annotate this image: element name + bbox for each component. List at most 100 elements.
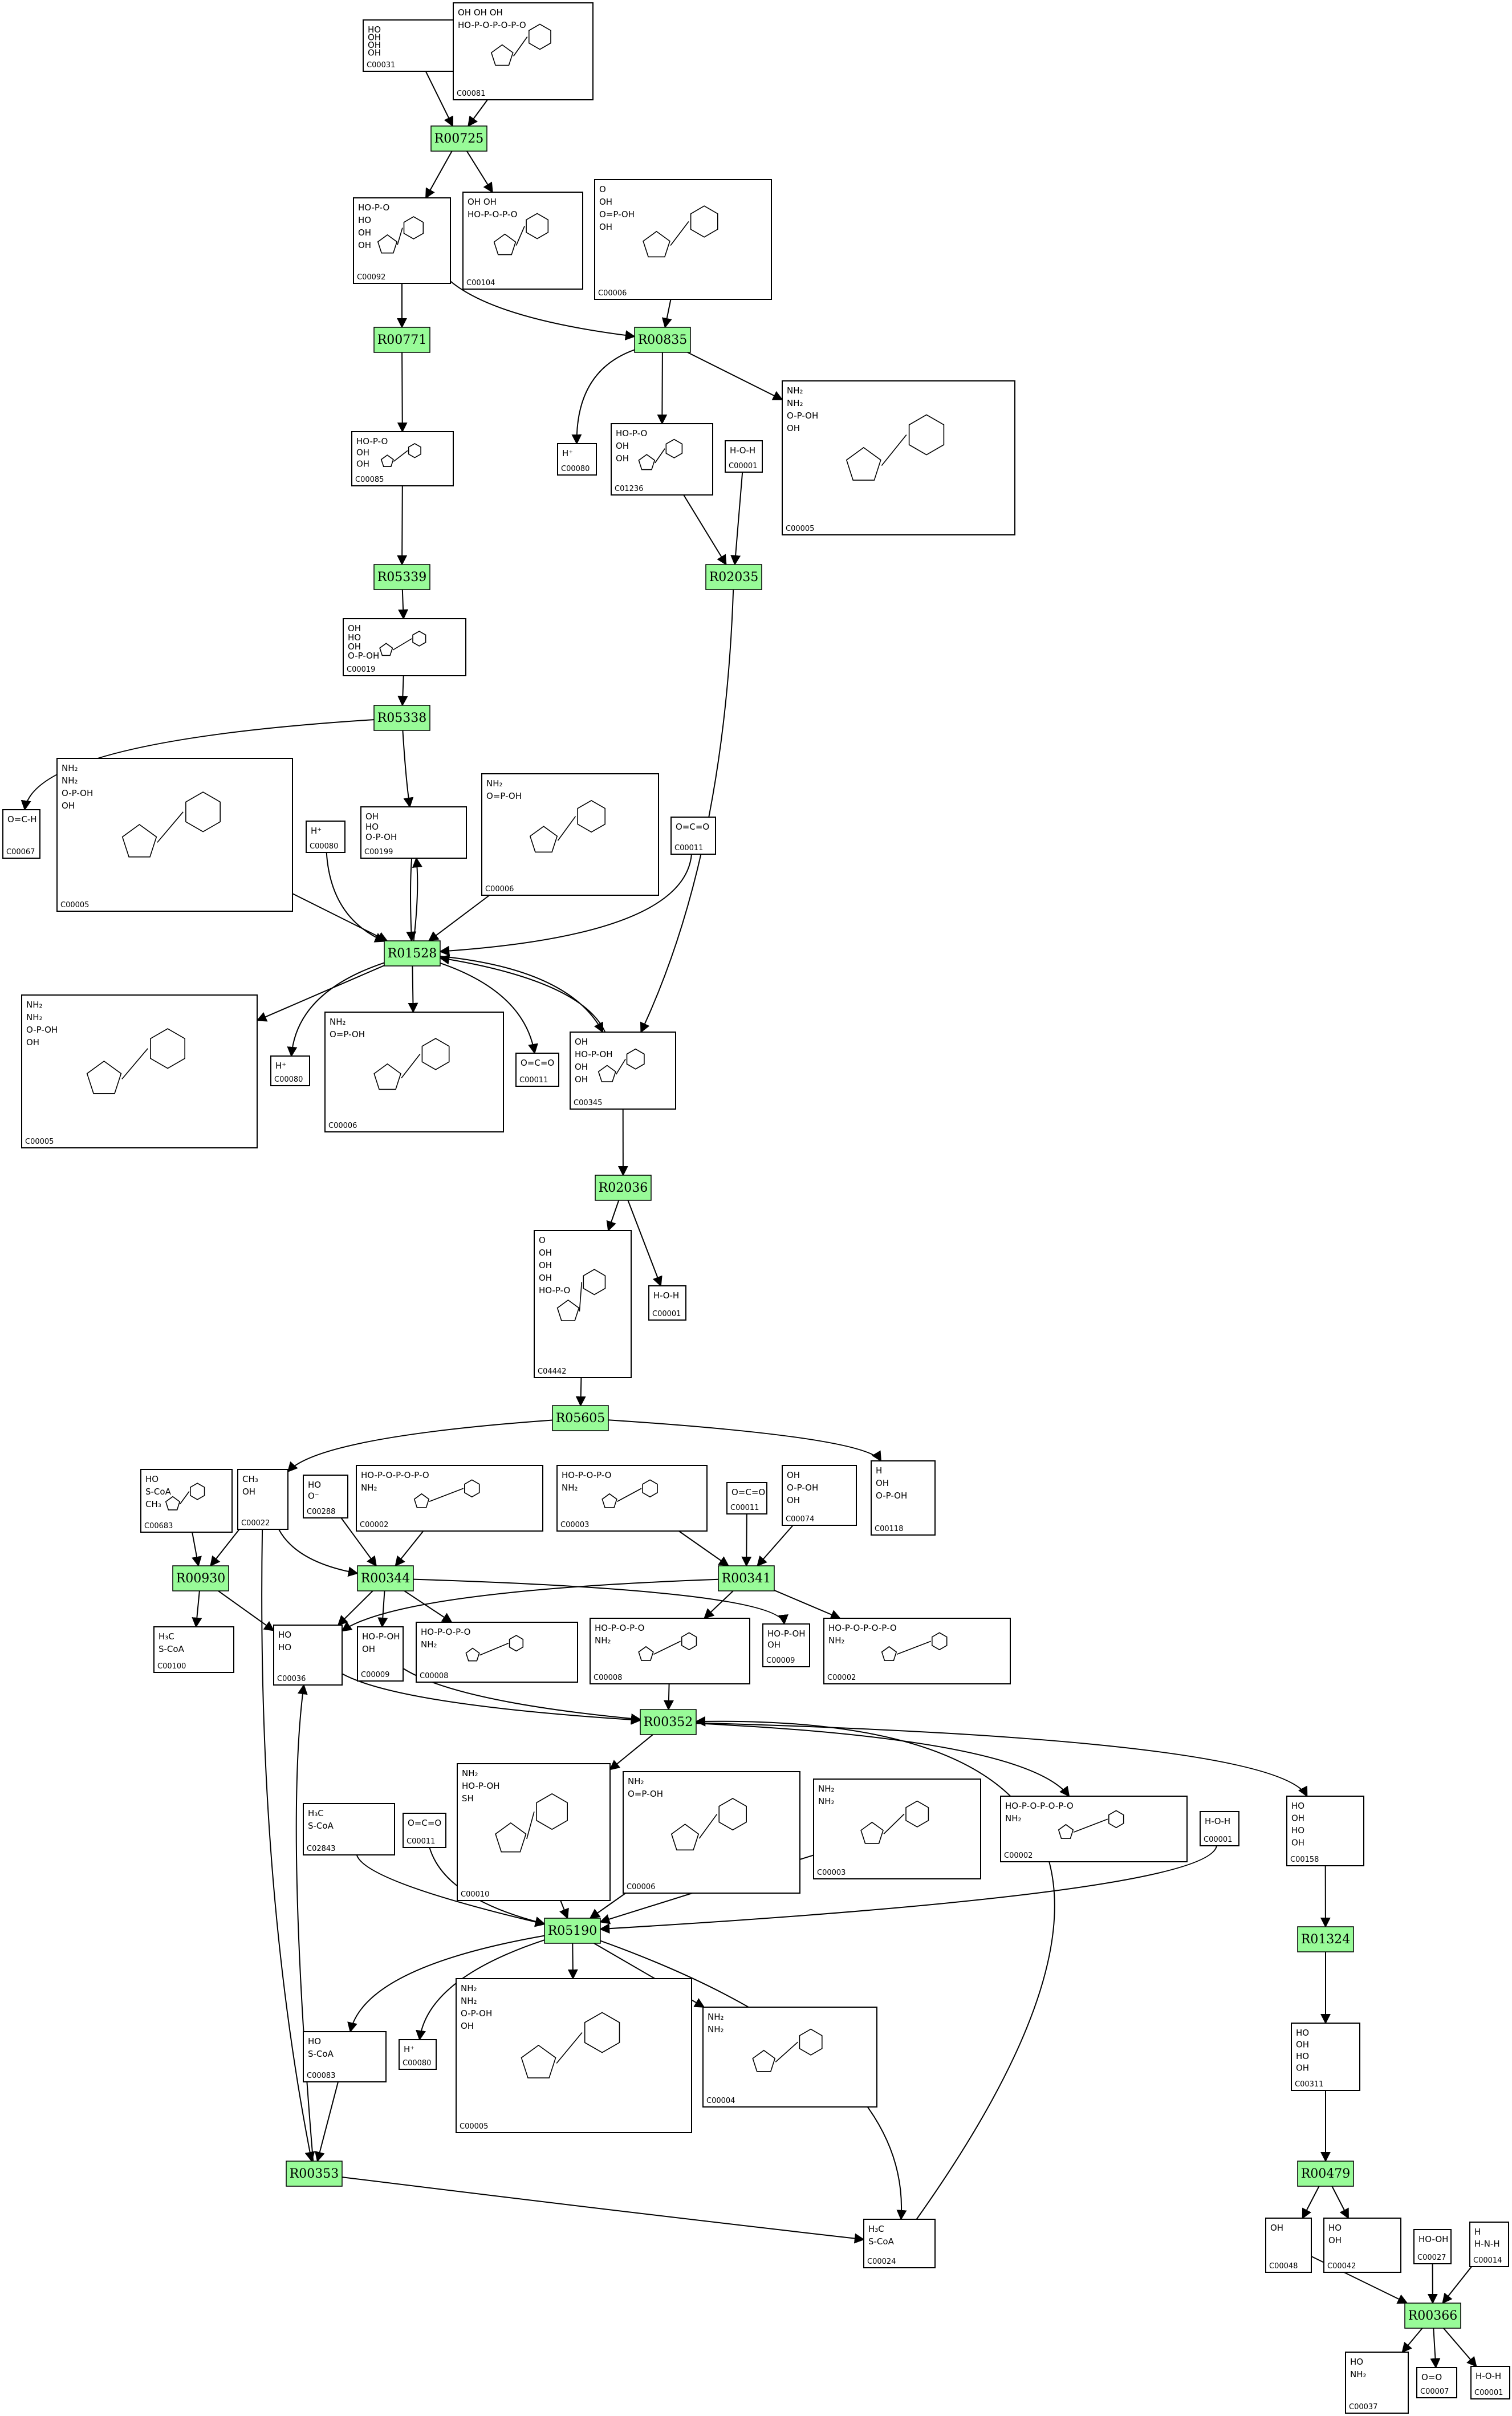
compound-c00080-b: H⁺C00080 (306, 821, 346, 853)
formula-fragment: OH (348, 623, 361, 634)
edge-c00006_a-to-r00835 (661, 299, 672, 328)
reaction-node-r00353[interactable]: R00353 (286, 2161, 343, 2187)
edge-c00199-to-r01528 (406, 858, 417, 942)
bond (397, 228, 403, 245)
edge-c00003_a-to-r00341 (678, 1530, 730, 1567)
reaction-node-r00771[interactable]: R00771 (373, 327, 430, 353)
reaction-node-r00344[interactable]: R00344 (357, 1565, 414, 1591)
reaction-node-r00479[interactable]: R00479 (1297, 2161, 1354, 2187)
formula-fragment: O=O (1421, 2372, 1442, 2382)
formula-fragment: HO-P-OH (575, 1049, 613, 1059)
formula-fragment: H‑O‑H (730, 445, 755, 456)
sugar-ring-structure (638, 1646, 654, 1661)
reaction-label: R00479 (1301, 2167, 1351, 2181)
compound-id-label: C00005 (25, 1138, 54, 1146)
compound-id-label: C00003 (560, 1521, 589, 1529)
sugar-ring-structure (490, 44, 514, 66)
edge-r00930-to-c00036 (218, 1590, 275, 1631)
bond (121, 1048, 148, 1079)
reaction-node-r05605[interactable]: R05605 (552, 1405, 609, 1431)
formula-fragment: NH₂ (421, 1639, 437, 1650)
reaction-node-r02036[interactable]: R02036 (595, 1175, 652, 1201)
compound-id-label: C00002 (1004, 1851, 1033, 1860)
compound-box (1345, 2352, 1409, 2414)
reaction-node-r02035[interactable]: R02035 (705, 564, 762, 590)
ring-structure (799, 2028, 823, 2056)
reaction-label: R02036 (599, 1181, 648, 1195)
formula-fragment: OH (599, 197, 612, 207)
formula-fragment: OH (539, 1273, 552, 1283)
reaction-node-r01528[interactable]: R01528 (384, 940, 441, 967)
compound-c00288: HOO⁻C00288 (303, 1475, 348, 1518)
edge-c00345-to-r01528 (439, 954, 606, 1033)
formula-fragment: H₃C (158, 1631, 174, 1642)
reaction-box (718, 1565, 775, 1591)
formula-fragment: HO (308, 2036, 321, 2047)
compound-box (140, 1469, 233, 1533)
compound-id-label: C00011 (519, 1076, 548, 1085)
bond (896, 1641, 932, 1655)
compound-box (303, 2031, 387, 2082)
ring-structure (718, 1797, 747, 1831)
ring-structure (526, 213, 549, 239)
formula-fragment: H‑O‑H (1476, 2371, 1501, 2381)
edge-r00344-to-c00036 (337, 1590, 373, 1626)
bond (401, 1054, 421, 1078)
reaction-box (640, 1709, 697, 1735)
formula-fragment: OH (767, 1640, 781, 1650)
reaction-node-r00341[interactable]: R00341 (718, 1565, 775, 1591)
reaction-node-r00366[interactable]: R00366 (1404, 2303, 1461, 2329)
bond (617, 1488, 642, 1502)
compound-box (457, 1763, 611, 1901)
formula-fragment: OH (356, 458, 369, 469)
formula-fragment: NH₂ (330, 1017, 346, 1027)
reaction-node-r00835[interactable]: R00835 (634, 327, 691, 353)
bond (653, 1641, 681, 1655)
formula-fragment: OH (242, 1487, 255, 1497)
reaction-node-r00930[interactable]: R00930 (172, 1565, 229, 1591)
formula-fragment: HO-P-OH (767, 1629, 806, 1639)
sugar-ring-structure (670, 1824, 700, 1851)
formula-fragment: O-P-OH (461, 2008, 492, 2019)
edge-r05190-to-c00083 (347, 1935, 545, 2033)
formula-fragment: HO-P-O-P-O-P-O (458, 20, 526, 30)
formula-fragment: O=C-H (7, 814, 37, 825)
reaction-box (595, 1175, 652, 1201)
reaction-node-r05339[interactable]: R05339 (373, 564, 430, 590)
compound-box (1265, 2218, 1312, 2273)
edge-r00352-to-c00010 (609, 1734, 653, 1771)
edge-r05339-to-c00019 (398, 589, 409, 620)
compound-box (590, 1618, 750, 1684)
edge-r00344-to-c00009_b (413, 1578, 788, 1625)
reaction-node-r00725[interactable]: R00725 (430, 125, 487, 152)
formula-fragment: NH₂ (787, 385, 803, 396)
reaction-box (384, 940, 441, 967)
sugar-ring-structure (86, 1061, 122, 1094)
reaction-label: R05339 (377, 570, 427, 584)
formula-fragment: HO-P-OH (362, 1631, 400, 1642)
formula-fragment: NH₂ (461, 1996, 477, 2006)
compound-box (702, 2007, 877, 2108)
reaction-node-r00352[interactable]: R00352 (640, 1709, 697, 1735)
edge-r00341-to-c00008_b (704, 1590, 734, 1619)
reaction-node-r05338[interactable]: R05338 (373, 705, 430, 731)
formula-fragment: H‑O‑H (1205, 1816, 1230, 1826)
reaction-node-r01324[interactable]: R01324 (1297, 1926, 1354, 1952)
reaction-node-r05190[interactable]: R05190 (544, 1918, 601, 1944)
formula-fragment: HO (1291, 1801, 1304, 1811)
ring-structure (403, 216, 424, 239)
compound-id-label: C00006 (627, 1883, 655, 1891)
compound-id-label: C00009 (361, 1671, 389, 1679)
compound-id-label: C00003 (817, 1869, 846, 1877)
formula-fragment: H₃C (308, 1808, 324, 1818)
reaction-label: R00344 (361, 1572, 410, 1586)
reaction-box (373, 705, 430, 731)
compound-c00080-d: H⁺C00080 (399, 2039, 437, 2070)
